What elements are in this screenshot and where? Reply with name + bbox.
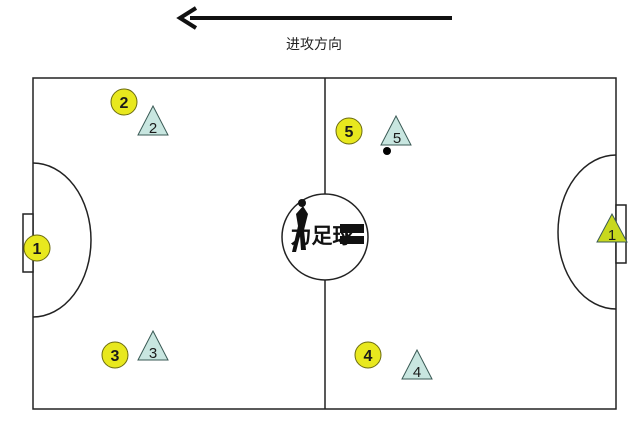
player-number: 5	[393, 130, 401, 147]
player-triangle-4: 4	[401, 348, 433, 381]
player-triangle-2: 2	[137, 104, 169, 137]
player-number: 1	[608, 227, 616, 244]
player-triangle-1: 1	[596, 212, 628, 244]
player-circle-2: 2	[110, 88, 138, 116]
player-number: 5	[345, 124, 354, 141]
player-circle-4: 4	[354, 341, 382, 369]
player-triangle-3: 3	[137, 329, 169, 362]
attack-direction-label: 进攻方向	[286, 37, 342, 53]
player-triangle-5: 5	[380, 114, 412, 147]
player-number: 2	[120, 95, 129, 112]
player-number: 4	[364, 348, 373, 365]
ball	[383, 147, 391, 155]
player-circle-1: 1	[23, 234, 51, 262]
left-penalty-arc	[32, 162, 92, 318]
right-penalty-arc	[557, 154, 617, 310]
player-number: 1	[33, 241, 42, 258]
player-circle-5: 5	[335, 117, 363, 145]
player-number: 3	[111, 348, 120, 365]
player-circle-3: 3	[101, 341, 129, 369]
left-arrow-icon	[176, 6, 452, 30]
player-number: 2	[149, 120, 157, 137]
futsal-logo-icon: 力足球	[291, 199, 364, 252]
player-number: 3	[149, 345, 157, 362]
player-number: 4	[413, 364, 421, 381]
